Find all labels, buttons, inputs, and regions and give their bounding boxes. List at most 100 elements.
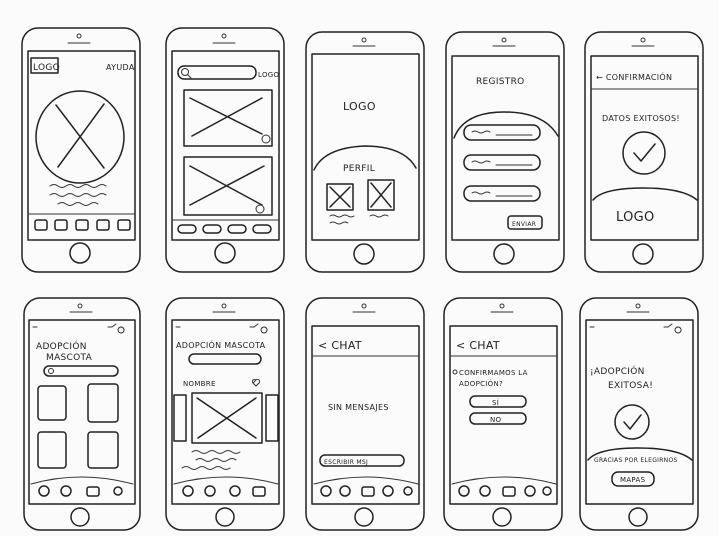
- chat-icon[interactable]: [361, 486, 375, 497]
- check-icon: [614, 404, 650, 440]
- tab-icon[interactable]: [38, 485, 50, 497]
- tab-icon[interactable]: [524, 485, 536, 497]
- phone-adoption-success: ¡ADOPCIÓN EXITOSA! GRACIAS POR ELEGIRNOS…: [579, 297, 699, 531]
- chat-header[interactable]: < CHAT: [456, 339, 500, 352]
- tab-icon[interactable]: [458, 485, 470, 497]
- help-link[interactable]: AYUDA: [106, 63, 135, 72]
- phone-feed: LOGO: [165, 27, 285, 273]
- message-placeholder: ESCRIBIR MSJ: [324, 459, 368, 466]
- yes-button[interactable]: [469, 395, 527, 408]
- tab-icon[interactable]: [252, 224, 272, 234]
- screen-title: ADOPCIÓN: [36, 340, 87, 352]
- back-link[interactable]: ← CONFIRMACIÓN: [596, 71, 672, 82]
- phone-chat-empty: < CHAT SIN MENSAJES ESCRIBIR MSJ: [305, 297, 425, 531]
- phone-chat-confirm: < CHAT CONFIRMAMOS LA ADOPCIÓN? SÍ NO: [443, 297, 563, 531]
- logo-box: [30, 57, 59, 74]
- next-image[interactable]: [265, 394, 279, 442]
- logo-text: LOGO: [33, 63, 60, 73]
- check-icon: [622, 131, 666, 175]
- tab-icon[interactable]: [117, 219, 131, 231]
- tab-icon[interactable]: [182, 485, 194, 497]
- tab-icon[interactable]: [202, 224, 222, 234]
- send-button[interactable]: [507, 215, 543, 230]
- home-button-icon: [632, 243, 654, 265]
- status-bar-icons: [175, 323, 268, 334]
- home-button-icon: [628, 507, 648, 527]
- pin-icon[interactable]: [229, 485, 241, 497]
- pet-card[interactable]: [87, 383, 119, 423]
- pin-icon[interactable]: [339, 485, 351, 497]
- search-input[interactable]: [43, 365, 119, 377]
- pet-card[interactable]: [87, 431, 119, 469]
- phone-confirmation: ← CONFIRMACIÓN DATOS EXITOSOS! LOGO: [584, 31, 704, 273]
- name-field[interactable]: [463, 124, 541, 141]
- profile-panel: [313, 145, 417, 171]
- chat-header[interactable]: < CHAT: [318, 339, 362, 352]
- tab-icon[interactable]: [54, 219, 68, 231]
- screen-title: MASCOTA: [46, 353, 93, 363]
- logo-text: LOGO: [616, 210, 655, 225]
- tab-icon[interactable]: [177, 224, 197, 234]
- confirm-question: CONFIRMAMOS LA: [459, 369, 528, 377]
- register-title: REGISTRO: [476, 77, 525, 87]
- tab-icon[interactable]: [96, 219, 110, 231]
- no-button[interactable]: [469, 412, 527, 425]
- phone-home: LOGO AYUDA: [21, 27, 141, 273]
- tab-icon[interactable]: [34, 219, 48, 231]
- prev-image[interactable]: [173, 394, 187, 442]
- logo-text: LOGO: [343, 100, 376, 113]
- pin-icon[interactable]: [204, 485, 216, 497]
- no-button-label: NO: [490, 416, 502, 424]
- user-icon[interactable]: [542, 486, 552, 496]
- post-image[interactable]: [183, 156, 273, 216]
- tab-icon[interactable]: [320, 485, 332, 497]
- search-icon: [181, 68, 189, 76]
- user-icon[interactable]: [403, 486, 413, 496]
- status-bar-icons: [589, 323, 682, 334]
- user-icon[interactable]: [113, 486, 123, 496]
- profile-photo[interactable]: [326, 183, 354, 211]
- chat-icon[interactable]: [252, 486, 266, 497]
- status-bar-icons: [32, 323, 125, 334]
- phone-profile: LOGO PERFIL: [305, 31, 425, 273]
- heart-icon[interactable]: [251, 378, 261, 387]
- success-title: EXITOSA!: [608, 381, 653, 391]
- profile-photo[interactable]: [367, 179, 395, 211]
- tab-icon[interactable]: [227, 224, 247, 234]
- search-input[interactable]: [188, 353, 262, 365]
- pet-card[interactable]: [37, 385, 67, 421]
- tab-icon[interactable]: [382, 485, 394, 497]
- logo-text: LOGO: [258, 71, 279, 79]
- image-placeholder: [35, 90, 125, 184]
- like-icon[interactable]: [261, 134, 271, 144]
- home-button-icon: [354, 507, 374, 527]
- heart-icon[interactable]: [255, 204, 265, 214]
- tab-icon[interactable]: [75, 219, 89, 231]
- pin-icon[interactable]: [60, 485, 72, 497]
- chat-icon[interactable]: [502, 486, 516, 497]
- maps-button[interactable]: [611, 471, 655, 487]
- message-input[interactable]: [319, 454, 405, 467]
- home-button-icon: [69, 242, 91, 264]
- pet-card[interactable]: [37, 431, 67, 469]
- pet-image[interactable]: [191, 392, 263, 444]
- phone-pet-detail: ADOPCIÓN MASCOTA NOMBRE: [165, 297, 285, 531]
- phone-adoption-list: ADOPCIÓN MASCOTA: [23, 297, 141, 531]
- success-title: ¡ADOPCIÓN: [590, 365, 645, 377]
- phone-register: REGISTRO ENVIAR: [445, 31, 565, 273]
- maps-button-label: MAPAS: [620, 476, 646, 484]
- email-field[interactable]: [463, 154, 541, 171]
- screen-title: ADOPCIÓN MASCOTA: [176, 339, 266, 350]
- search-icon: [48, 368, 54, 374]
- home-button-icon: [493, 243, 515, 265]
- password-field[interactable]: [463, 185, 541, 202]
- text-scribble: [49, 184, 107, 188]
- pin-icon[interactable]: [479, 485, 491, 497]
- home-button-icon: [70, 507, 90, 527]
- thanks-panel: [587, 447, 693, 461]
- post-image[interactable]: [183, 89, 273, 147]
- empty-message: SIN MENSAJES: [328, 403, 389, 412]
- home-button-icon: [492, 507, 512, 527]
- search-input[interactable]: [177, 65, 257, 80]
- chat-icon[interactable]: [86, 486, 100, 497]
